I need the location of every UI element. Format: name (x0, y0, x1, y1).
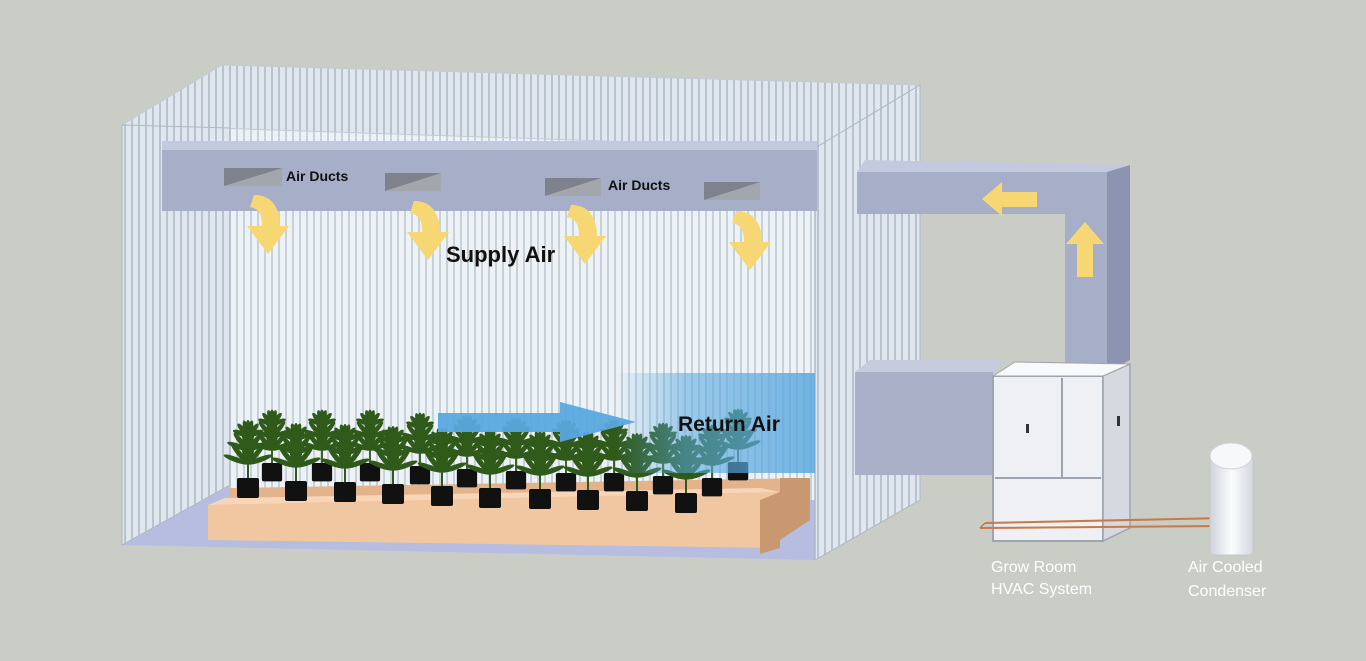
plant-icon (465, 430, 515, 508)
plant-icon (271, 423, 321, 501)
plant-icon (563, 432, 613, 510)
external-duct (857, 160, 1130, 372)
return-air-flow: Return Air (438, 373, 815, 473)
supply-arrow-3 (564, 205, 606, 264)
duct-flow-arrow-up (1066, 222, 1104, 277)
return-air-label: Return Air (678, 413, 780, 436)
duct-vent-4 (704, 182, 760, 200)
supply-duct: Air Ducts Air Ducts (162, 141, 817, 211)
hvac-label-line1: Grow Room (991, 559, 1076, 576)
hvac-label-line2: HVAC System (991, 581, 1092, 598)
hvac-side-duct (855, 372, 993, 475)
supply-air-label: Supply Air (446, 242, 556, 267)
hvac-unit (855, 360, 1131, 543)
plant-icon (397, 412, 443, 485)
plant-icon (223, 420, 273, 498)
plant-icon (299, 409, 345, 482)
plant-icon (320, 424, 370, 502)
room-right-wall (814, 84, 921, 561)
hvac-cabinet (992, 375, 1104, 542)
air-ducts-label-1: Air Ducts (286, 168, 348, 184)
condenser-label-line1: Air Cooled (1188, 559, 1263, 576)
supply-air-arrows (247, 195, 771, 270)
duct-vent-1 (224, 168, 282, 186)
duct-flow-arrow-left (982, 182, 1037, 216)
condenser-label-line2: Condenser (1188, 583, 1267, 600)
duct-vent-3 (545, 178, 601, 196)
air-ducts-label-2: Air Ducts (608, 177, 670, 193)
return-air-arrow (438, 402, 636, 442)
duct-vent-2 (385, 173, 441, 191)
air-cooled-condenser (1209, 442, 1254, 556)
supply-arrow-4 (729, 211, 771, 270)
supply-arrow-2 (407, 201, 449, 260)
refrigerant-pipes (979, 517, 1226, 529)
supply-arrow-1 (247, 195, 289, 254)
plant-icon (368, 426, 418, 504)
room-left-wall (121, 124, 231, 546)
plant-icon (515, 431, 565, 509)
return-air-zone (615, 373, 815, 473)
